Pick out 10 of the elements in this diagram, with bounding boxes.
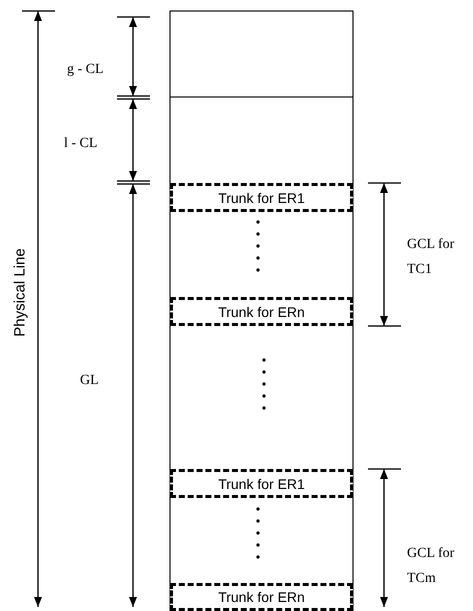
trunk-box: Trunk for ERn — [170, 583, 353, 611]
dimension-label: GCL for TC1 — [407, 236, 456, 279]
trunk-box: Trunk for ER1 — [170, 469, 353, 498]
trunk-box: Trunk for ERn — [170, 297, 353, 326]
axis-label: Physical Line — [10, 248, 30, 338]
dimension-label: l - CL — [64, 135, 98, 153]
dimension-label: GL — [80, 372, 100, 390]
dimension-label: GCL for TCm — [407, 545, 456, 588]
dimension-label: g - CL — [67, 61, 105, 79]
trunk-box: Trunk for ER1 — [170, 183, 353, 212]
